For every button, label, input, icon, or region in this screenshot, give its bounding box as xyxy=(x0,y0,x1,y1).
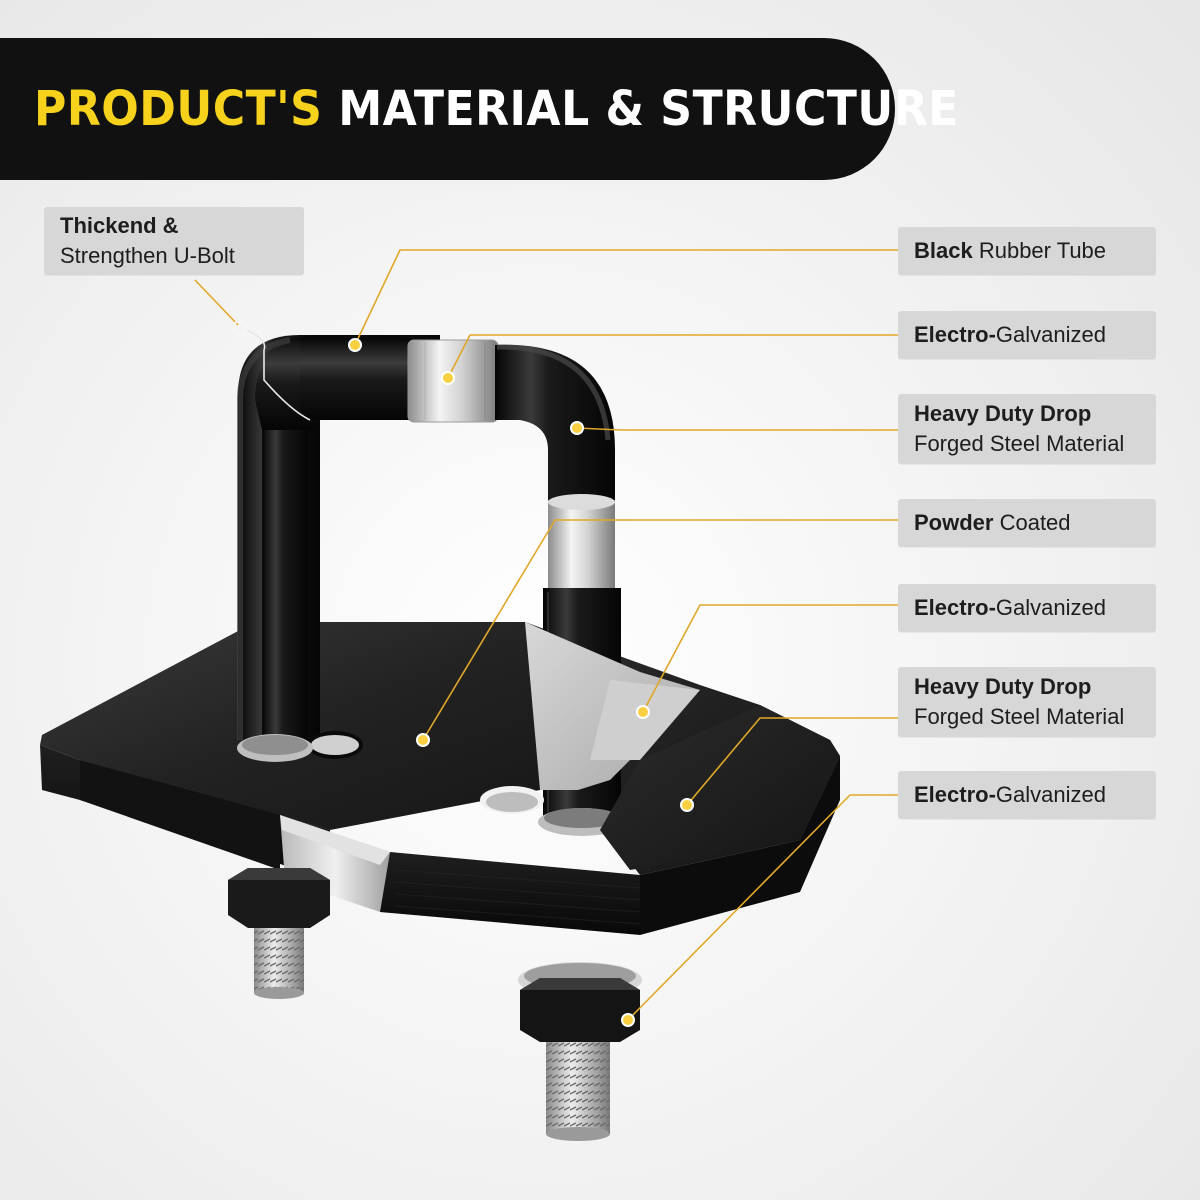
label-electro-galvanized-2: Electro-Galvanized xyxy=(898,584,1156,632)
label-bold-text: Heavy Duty Drop xyxy=(914,674,1092,699)
label-bold-text: Electro- xyxy=(914,782,996,807)
label-forged-steel-2: Heavy Duty Drop Forged Steel Material xyxy=(898,667,1156,737)
banner-title: PRODUCT'S MATERIAL & STRUCTURE xyxy=(34,81,959,137)
label-forged-steel-1: Heavy Duty Drop Forged Steel Material xyxy=(898,394,1156,464)
label-rest-text: Forged Steel Material xyxy=(914,431,1125,456)
label-rest-text: Galvanized xyxy=(995,595,1106,620)
label-bold-text: Powder xyxy=(914,510,994,535)
label-bold-text: Heavy Duty Drop xyxy=(914,401,1092,426)
label-u-bolt-line2: Strengthen U-Bolt xyxy=(60,243,235,268)
label-bold-text: Electro- xyxy=(914,595,996,620)
label-rest-text: Forged Steel Material xyxy=(914,704,1125,729)
label-u-bolt: Thickend & Strengthen U-Bolt xyxy=(44,207,304,275)
label-electro-galvanized-3: Electro-Galvanized xyxy=(898,771,1156,819)
banner-rest: MATERIAL & STRUCTURE xyxy=(338,81,959,137)
title-banner: PRODUCT'S MATERIAL & STRUCTURE xyxy=(0,38,958,180)
label-bold-text: Electro- xyxy=(914,322,996,347)
label-black-rubber-tube: Black Rubber Tube xyxy=(898,227,1156,275)
label-electro-galvanized-1: Electro-Galvanized xyxy=(898,311,1156,359)
label-bold-text: Black xyxy=(914,238,973,263)
label-rest-text: Coated xyxy=(993,510,1071,535)
label-u-bolt-line1: Thickend & xyxy=(60,213,179,238)
leader-lines xyxy=(194,249,898,1021)
label-rest-text: Galvanized xyxy=(995,322,1106,347)
banner-highlight: PRODUCT'S xyxy=(34,81,323,137)
label-rest-text: Galvanized xyxy=(995,782,1106,807)
label-rest-text: Rubber Tube xyxy=(972,238,1107,263)
label-powder-coated: Powder Coated xyxy=(898,499,1156,547)
